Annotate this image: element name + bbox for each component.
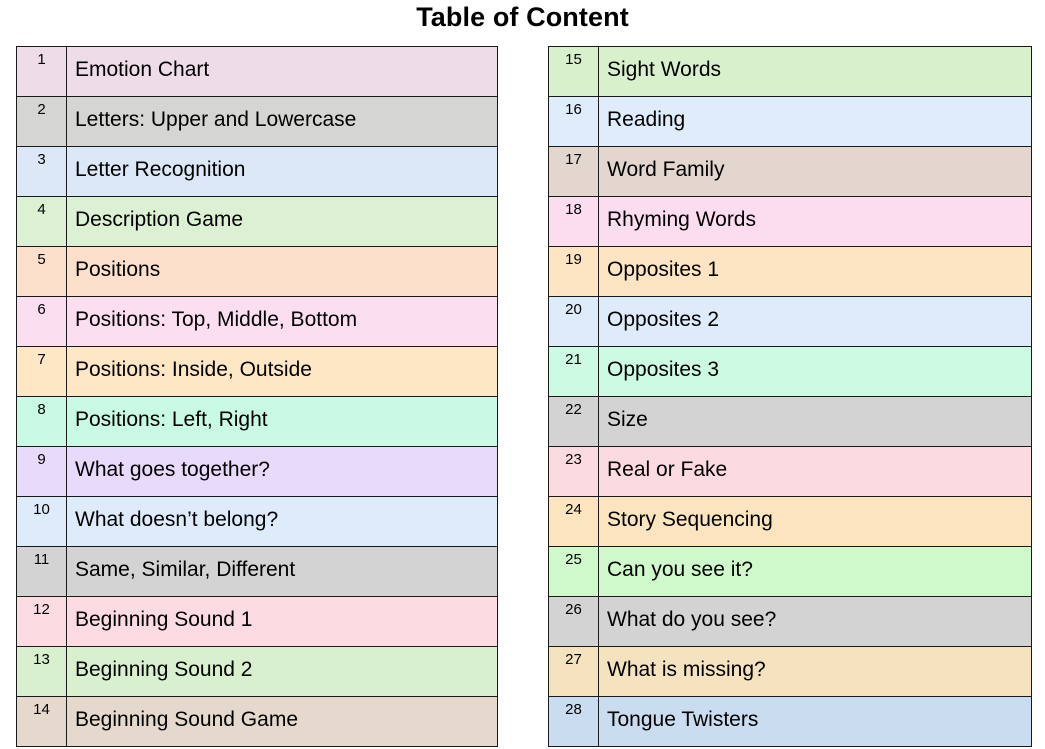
toc-row-number: 12 — [16, 596, 67, 647]
toc-row-number: 17 — [548, 146, 599, 197]
toc-row-label[interactable]: Rhyming Words — [598, 196, 1032, 247]
toc-row-number: 19 — [548, 246, 599, 297]
toc-row-label[interactable]: Tongue Twisters — [598, 696, 1032, 747]
toc-row-label[interactable]: Reading — [598, 96, 1032, 147]
toc-row-label[interactable]: Opposites 1 — [598, 246, 1032, 297]
toc-row-label[interactable]: Positions: Left, Right — [66, 396, 498, 447]
toc-row-label[interactable]: What doesn’t belong? — [66, 496, 498, 547]
toc-row-label[interactable]: Can you see it? — [598, 546, 1032, 597]
toc-row-label[interactable]: Beginning Sound 1 — [66, 596, 498, 647]
toc-row-label[interactable]: What do you see? — [598, 596, 1032, 647]
toc-row-label[interactable]: Same, Similar, Different — [66, 546, 498, 597]
toc-row-number: 16 — [548, 96, 599, 147]
toc-row-label[interactable]: Sight Words — [598, 46, 1032, 97]
toc-row-number: 11 — [16, 546, 67, 597]
toc-row-number: 1 — [16, 46, 67, 97]
toc-row-number: 18 — [548, 196, 599, 247]
toc-row-label[interactable]: Description Game — [66, 196, 498, 247]
toc-row-label[interactable]: Positions: Top, Middle, Bottom — [66, 296, 498, 347]
toc-row-number: 26 — [548, 596, 599, 647]
toc-row-label[interactable]: Emotion Chart — [66, 46, 498, 97]
toc-row-number: 7 — [16, 346, 67, 397]
toc-row-label[interactable]: Opposites 2 — [598, 296, 1032, 347]
toc-row-number: 20 — [548, 296, 599, 347]
toc-row-label[interactable]: Opposites 3 — [598, 346, 1032, 397]
toc-row-label[interactable]: Letter Recognition — [66, 146, 498, 197]
toc-row-label[interactable]: Word Family — [598, 146, 1032, 197]
toc-row-number: 22 — [548, 396, 599, 447]
toc-row-number: 8 — [16, 396, 67, 447]
toc-row-number: 4 — [16, 196, 67, 247]
toc-row-label[interactable]: Positions: Inside, Outside — [66, 346, 498, 397]
toc-row-number: 15 — [548, 46, 599, 97]
page-title: Table of Content — [416, 2, 629, 32]
toc-row-label[interactable]: Beginning Sound 2 — [66, 646, 498, 697]
toc-row-number: 23 — [548, 446, 599, 497]
toc-row-label[interactable]: Letters: Upper and Lowercase — [66, 96, 498, 147]
toc-row-number: 6 — [16, 296, 67, 347]
toc-row-number: 14 — [16, 696, 67, 747]
toc-row-number: 2 — [16, 96, 67, 147]
toc-row-number: 9 — [16, 446, 67, 497]
toc-row-label[interactable]: What goes together? — [66, 446, 498, 497]
toc-row-number: 21 — [548, 346, 599, 397]
toc-row-label[interactable]: Story Sequencing — [598, 496, 1032, 547]
toc-row-number: 27 — [548, 646, 599, 697]
toc-row-number: 25 — [548, 546, 599, 597]
toc-row-number: 5 — [16, 246, 67, 297]
toc-row-label[interactable]: Beginning Sound Game — [66, 696, 498, 747]
toc-row-label[interactable]: Positions — [66, 246, 498, 297]
toc-row-number: 28 — [548, 696, 599, 747]
toc-row-label[interactable]: Real or Fake — [598, 446, 1032, 497]
toc-row-label[interactable]: Size — [598, 396, 1032, 447]
toc-row-number: 13 — [16, 646, 67, 697]
toc-row-number: 24 — [548, 496, 599, 547]
toc-row-label[interactable]: What is missing? — [598, 646, 1032, 697]
toc-row-number: 10 — [16, 496, 67, 547]
toc-row-number: 3 — [16, 146, 67, 197]
